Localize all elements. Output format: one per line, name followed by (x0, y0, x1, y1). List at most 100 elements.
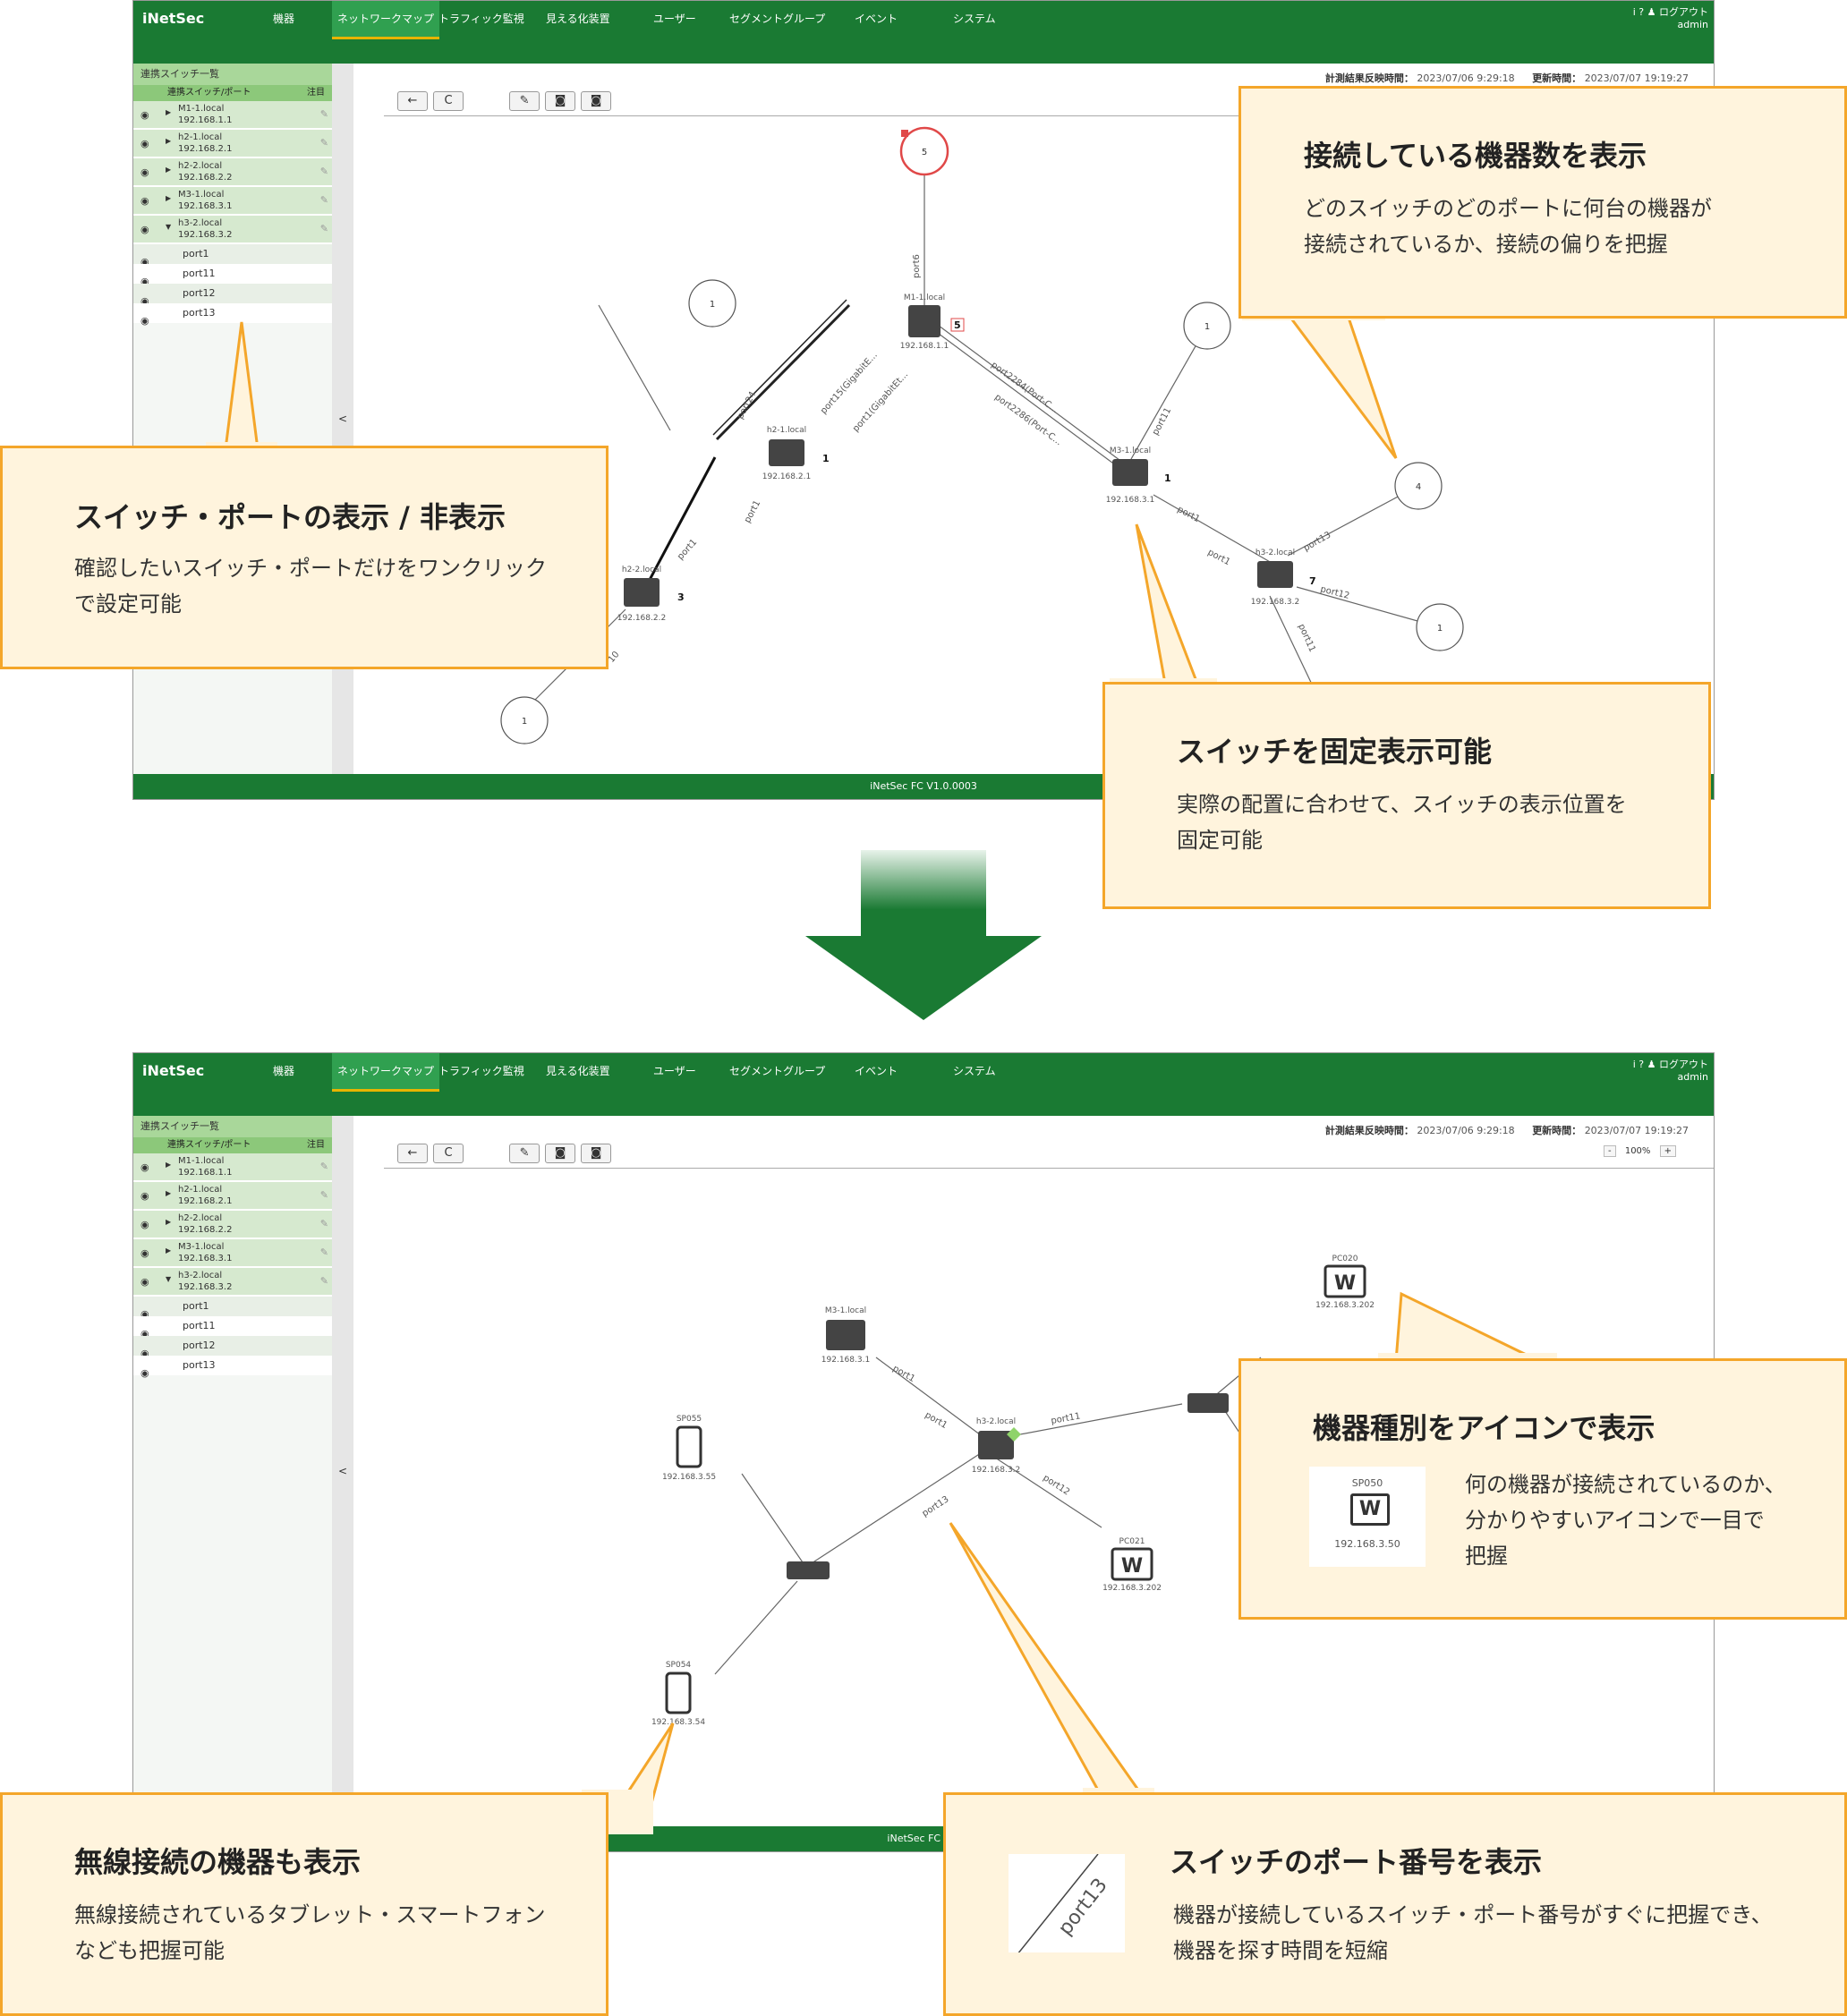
eye-icon[interactable]: ◉ (140, 315, 149, 327)
eye-icon[interactable]: ◉ (140, 1367, 149, 1379)
nav-devices[interactable]: 機器 (273, 13, 295, 25)
pin-icon[interactable]: ✎ (319, 194, 328, 206)
expand-arrow-icon[interactable]: ▶ (166, 194, 172, 202)
eye-icon[interactable]: ◉ (140, 109, 149, 121)
port-row[interactable]: ◉port12 (133, 1336, 348, 1359)
switch-count: 1 (1164, 472, 1171, 484)
eye-icon[interactable]: ◉ (140, 295, 149, 307)
port-row[interactable]: ◉port1 (133, 244, 348, 268)
eye-icon[interactable]: ◉ (140, 256, 149, 268)
pin-icon[interactable]: ✎ (319, 166, 328, 177)
nav-network-map[interactable]: ネットワークマップ (332, 1053, 440, 1092)
port-row[interactable]: ◉port11 (133, 1316, 348, 1340)
eye-icon[interactable]: ◉ (140, 1190, 149, 1202)
expand-arrow-icon[interactable]: ▶ (166, 1161, 172, 1169)
nav-events[interactable]: イベント (855, 13, 898, 25)
switch-ip: 192.168.3.1 (821, 1356, 870, 1365)
nav-users[interactable]: ユーザー (653, 13, 696, 25)
eye-icon[interactable]: ◉ (140, 138, 149, 149)
nav-users[interactable]: ユーザー (653, 1065, 696, 1077)
zoom-in-button[interactable]: + (1659, 1145, 1676, 1157)
expand-arrow-icon[interactable]: ▶ (166, 137, 172, 145)
eye-icon[interactable]: ◉ (140, 1348, 149, 1359)
sidebar-header-label: 連携スイッチ/ポート (167, 1140, 251, 1150)
nav-traffic[interactable]: トラフィック監視 (438, 1065, 524, 1077)
port-row[interactable]: ◉port13 (133, 303, 348, 327)
back-button[interactable]: ← (397, 1144, 428, 1163)
logout-link[interactable]: i ? ♟ ログアウト (1632, 1059, 1708, 1070)
nav-segment-group[interactable]: セグメントグループ (729, 1065, 826, 1077)
pin-icon[interactable]: ✎ (319, 1161, 328, 1172)
device-ip: 192.168.3.202 (1102, 1584, 1162, 1593)
zoom-out-button[interactable]: - (1604, 1145, 1616, 1157)
nav-traffic[interactable]: トラフィック監視 (438, 13, 524, 25)
port-row[interactable]: ◉port1 (133, 1297, 348, 1320)
eye-icon[interactable]: ◉ (140, 1219, 149, 1230)
eye-icon[interactable]: ◉ (140, 195, 149, 207)
eye-icon[interactable]: ◉ (140, 1276, 149, 1288)
svg-text:W: W (1334, 1272, 1356, 1295)
app-logo: iNetSec (142, 10, 205, 27)
edit-button[interactable]: ✎ (509, 1144, 540, 1163)
nav-visualizer[interactable]: 見える化装置 (546, 13, 610, 25)
port-row[interactable]: ◉port12 (133, 284, 348, 307)
expand-arrow-icon[interactable]: ▼ (166, 1275, 172, 1283)
switch-ip: 192.168.3.1 (178, 201, 233, 211)
eye-icon[interactable]: ◉ (140, 1328, 149, 1340)
nav-segment-group[interactable]: セグメントグループ (729, 13, 826, 25)
back-button[interactable]: ← (397, 91, 428, 111)
pin-icon[interactable]: ✎ (319, 108, 328, 120)
eye-icon[interactable]: ◉ (140, 1161, 149, 1173)
expand-arrow-icon[interactable]: ▶ (166, 108, 172, 116)
nav-network-map[interactable]: ネットワークマップ (332, 1, 440, 39)
pin-icon[interactable]: ✎ (319, 223, 328, 234)
nav-visualizer[interactable]: 見える化装置 (546, 1065, 610, 1077)
nav-system[interactable]: システム (953, 1065, 996, 1077)
port-label: 10 (607, 650, 622, 665)
expand-arrow-icon[interactable]: ▶ (166, 166, 172, 174)
eye-icon[interactable]: ◉ (140, 1308, 149, 1320)
edit-button[interactable]: ✎ (509, 91, 540, 111)
expand-arrow-icon[interactable]: ▼ (166, 223, 172, 231)
callout-line: 分かりやすいアイコンで一目で (1465, 1508, 1765, 1533)
eye-icon[interactable]: ◉ (140, 224, 149, 235)
pin-icon[interactable]: ✎ (319, 137, 328, 149)
refresh-button[interactable]: C (433, 1144, 464, 1163)
refresh-button[interactable]: C (433, 91, 464, 111)
port-row[interactable]: ◉port13 (133, 1356, 348, 1379)
collapse-icon[interactable]: < (338, 1465, 348, 1477)
eye-icon[interactable]: ◉ (140, 1247, 149, 1259)
collapse-icon[interactable]: < (338, 413, 348, 425)
nav-devices[interactable]: 機器 (273, 1065, 295, 1077)
pin-icon[interactable]: ✎ (319, 1189, 328, 1201)
camera-settings-icon[interactable]: ◙ (581, 91, 612, 111)
count-circle-label: 1 (1437, 624, 1443, 634)
switch-ip: 192.168.3.2 (178, 1282, 233, 1292)
pin-icon[interactable]: ✎ (319, 1218, 328, 1229)
expand-arrow-icon[interactable]: ▶ (166, 1218, 172, 1226)
eye-icon[interactable]: ◉ (140, 276, 149, 287)
sidebar-splitter[interactable]: < (332, 1116, 353, 1826)
nav-system[interactable]: システム (953, 13, 996, 25)
nav-events[interactable]: イベント (855, 1065, 898, 1077)
expand-arrow-icon[interactable]: ▶ (166, 1246, 172, 1255)
camera-icon[interactable]: ◙ (545, 1144, 576, 1163)
logout-link[interactable]: i ? ♟ ログアウト (1632, 6, 1708, 18)
pin-icon[interactable]: ✎ (319, 1275, 328, 1287)
camera-settings-icon[interactable]: ◙ (581, 1144, 612, 1163)
eye-icon[interactable]: ◉ (140, 166, 149, 178)
port-row[interactable]: ◉port11 (133, 264, 348, 287)
expand-arrow-icon[interactable]: ▶ (166, 1189, 172, 1197)
pin-icon[interactable]: ✎ (319, 1246, 328, 1258)
camera-icon[interactable]: ◙ (545, 91, 576, 111)
